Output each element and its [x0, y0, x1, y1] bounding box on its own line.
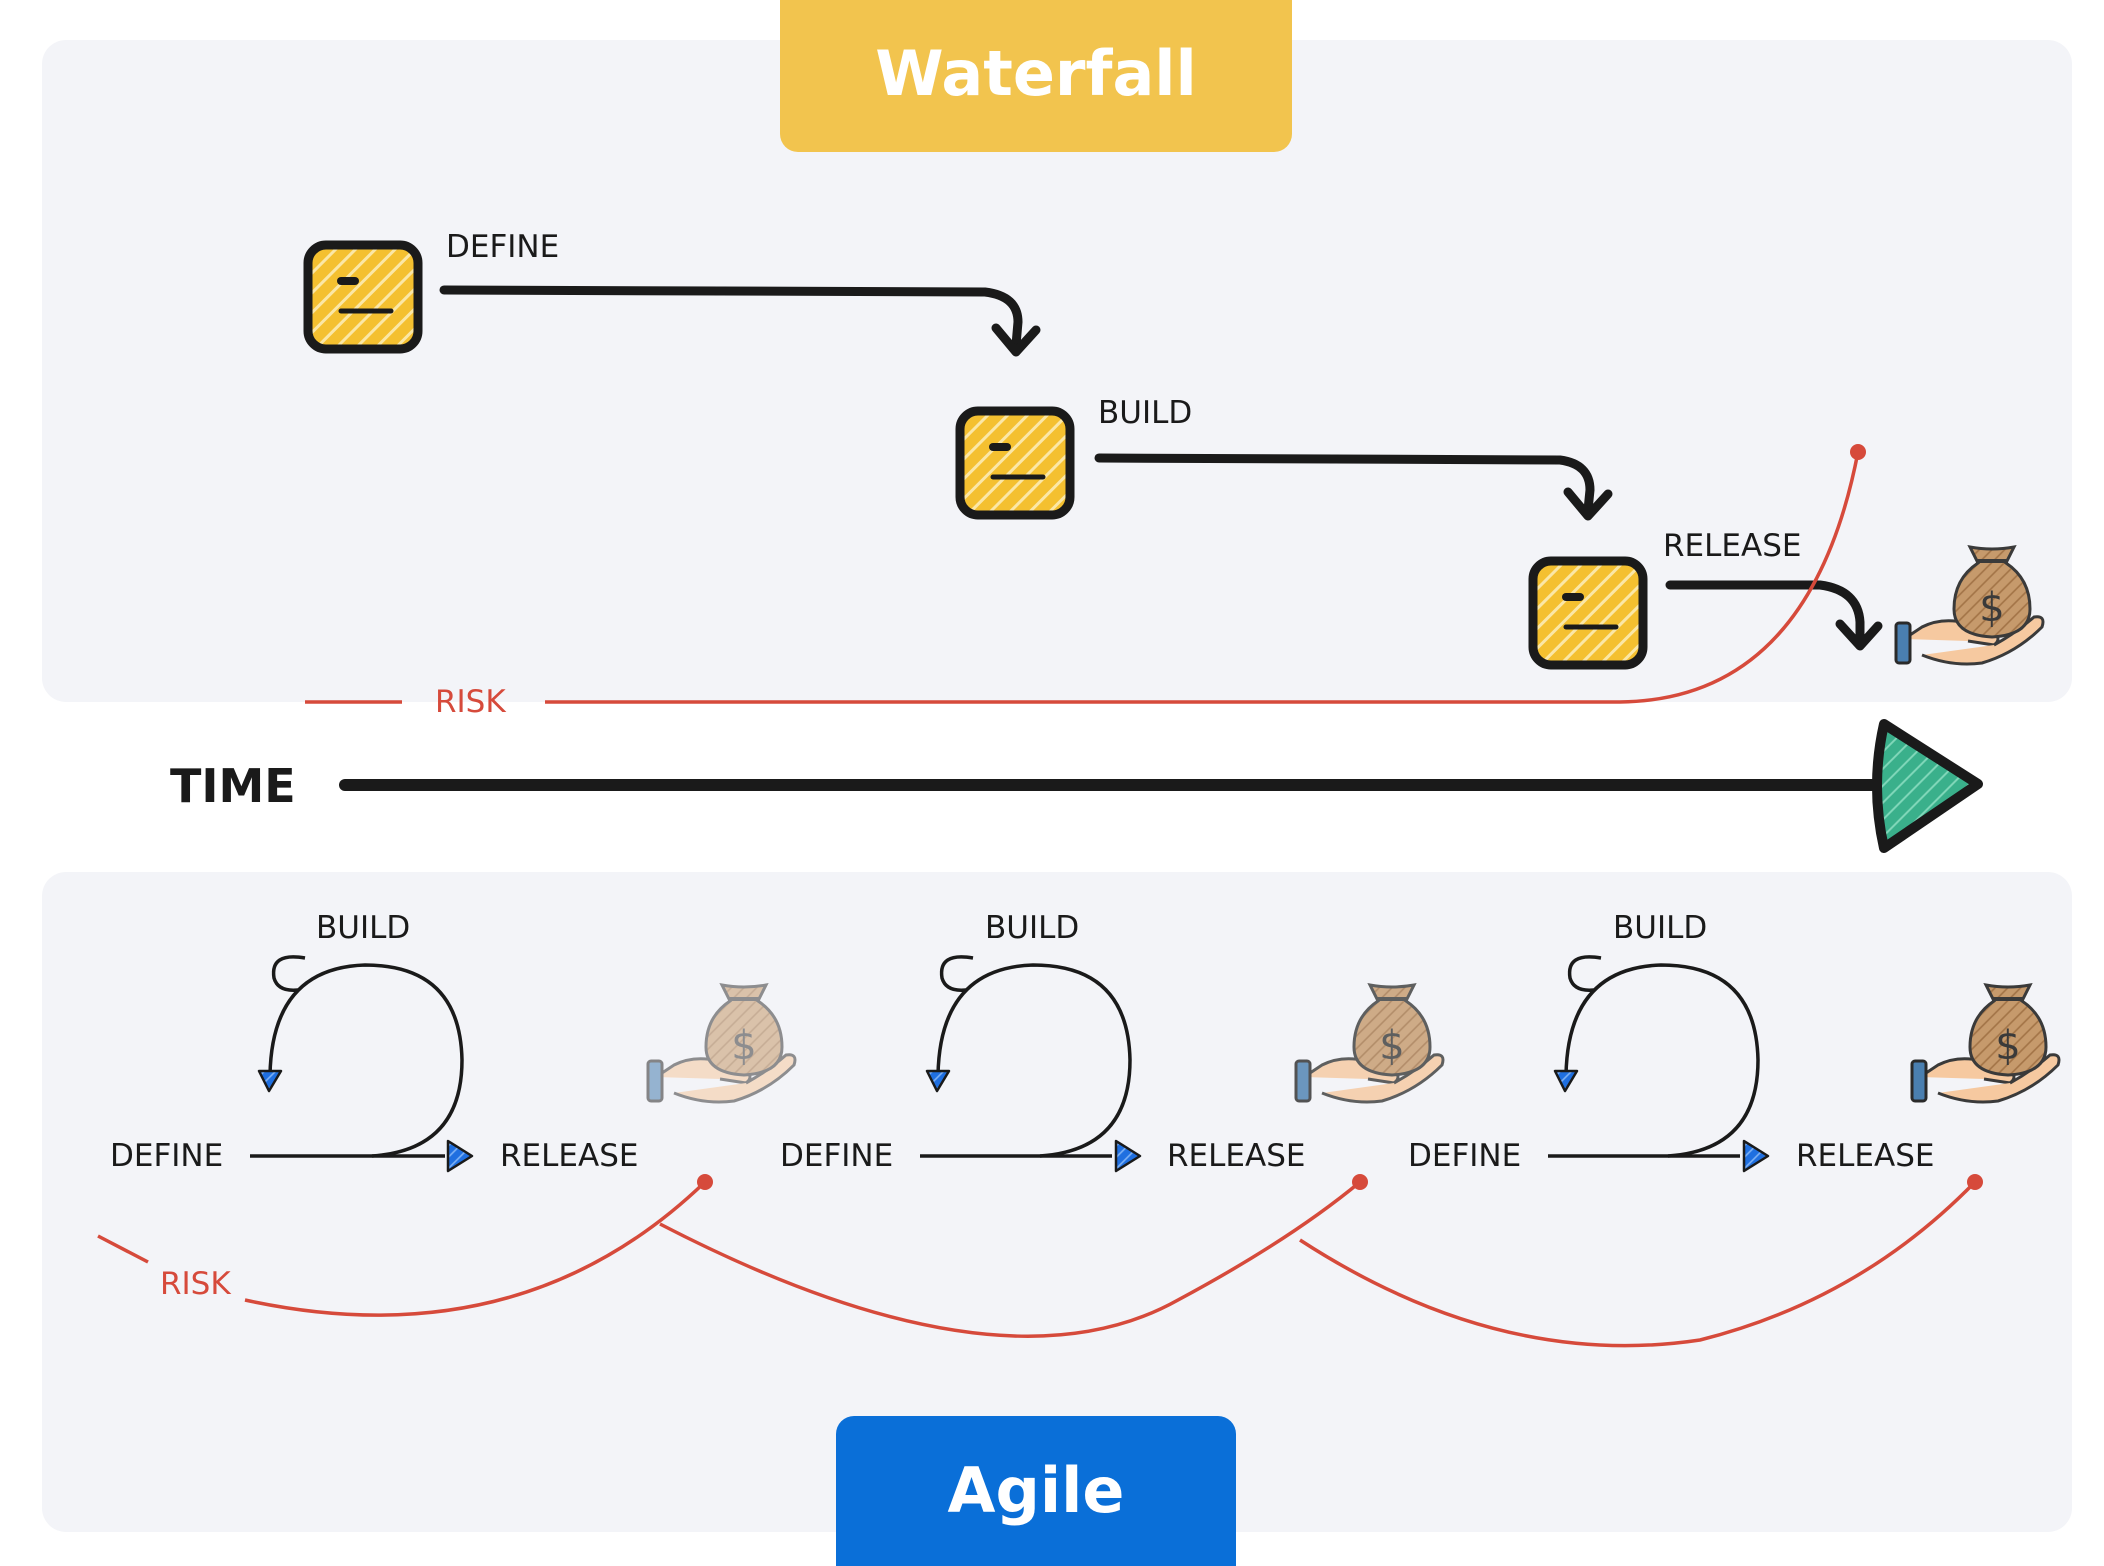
agile-define-label: DEFINE [780, 1138, 893, 1174]
agile-risk-dot-2 [1352, 1174, 1368, 1190]
waterfall-step-define: DEFINE [446, 229, 559, 265]
time-arrowhead-icon [1872, 719, 1983, 853]
agile-risk-label: RISK [160, 1266, 231, 1302]
waterfall-panel [42, 40, 2072, 702]
waterfall-title: Waterfall [875, 37, 1197, 110]
agile-title: Agile [948, 1454, 1125, 1527]
agile-banner [836, 1416, 1236, 1566]
agile-iteration-2: BUILD DEFINE RELEASE [780, 910, 1445, 1174]
agile-iteration-3: BUILD DEFINE RELEASE [1408, 910, 2061, 1174]
agile-risk-dot-1 [697, 1174, 713, 1190]
build-face-icon [960, 411, 1070, 515]
time-label: TIME [170, 759, 296, 813]
agile-build-label: BUILD [985, 910, 1079, 946]
build-to-release-arrow [1094, 453, 1595, 515]
agile-panel [42, 872, 2072, 1532]
agile-release-label: RELEASE [1796, 1138, 1934, 1174]
cycle-loop-icon [920, 955, 1132, 1158]
agile-release-label: RELEASE [1167, 1138, 1305, 1174]
waterfall-banner [780, 0, 1292, 152]
define-to-build-arrow [439, 285, 1023, 350]
agile-risk-dot-3 [1967, 1174, 1983, 1190]
define-face-icon [308, 245, 418, 349]
waterfall-arrows [439, 285, 1883, 651]
agile-define-label: DEFINE [110, 1138, 223, 1174]
cycle-loop-icon [1548, 955, 1760, 1158]
agile-define-label: DEFINE [1408, 1138, 1521, 1174]
release-face-icon [1533, 561, 1643, 665]
cycle-loop-icon [250, 955, 464, 1158]
waterfall-risk-label: RISK [435, 684, 506, 720]
agile-build-label: BUILD [316, 910, 410, 946]
waterfall-step-build: BUILD [1098, 395, 1192, 431]
release-to-money-arrow [1665, 580, 1865, 647]
waterfall-risk-dot [1850, 444, 1866, 460]
agile-build-label: BUILD [1613, 910, 1707, 946]
agile-iteration-1: BUILD DEFINE RELEASE [110, 910, 797, 1174]
waterfall-step-release: RELEASE [1663, 528, 1801, 564]
waterfall-risk-line [305, 451, 1860, 704]
agile-release-label: RELEASE [500, 1138, 638, 1174]
agile-risk-curves [97, 1180, 1977, 1348]
